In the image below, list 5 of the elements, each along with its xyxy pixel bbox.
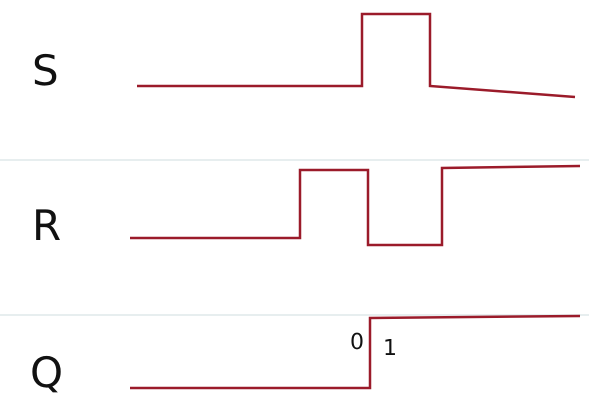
signal-label: R	[32, 205, 62, 247]
state-label: 1	[383, 338, 397, 360]
signal-label: Q	[30, 352, 64, 394]
state-label: 0	[350, 332, 364, 354]
signal-label: S	[32, 50, 59, 92]
